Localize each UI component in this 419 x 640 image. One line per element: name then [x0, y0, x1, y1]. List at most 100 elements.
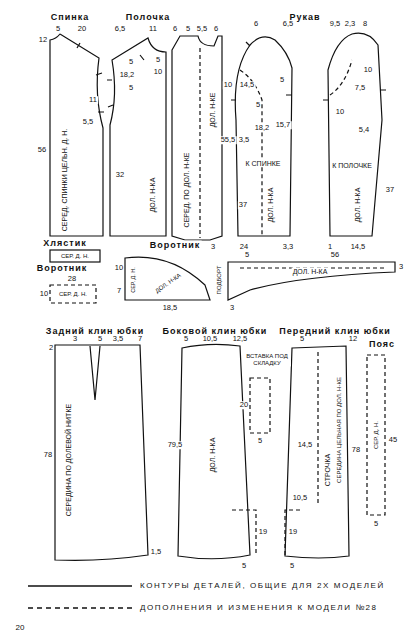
- dimension-number: 11: [88, 96, 98, 104]
- dimension-number: 18,2: [119, 71, 136, 79]
- dimension-number: 5,5: [196, 25, 208, 33]
- piece-marking: ДОЛ. Н-КА: [267, 187, 274, 224]
- dimension-number: 10: [223, 81, 233, 89]
- dimension-number: 5: [255, 101, 261, 109]
- dimension-number: ВСТАВКА ПОД СКЛАДКУ: [243, 353, 291, 366]
- dimension-number: 28: [67, 275, 77, 283]
- dimension-number: 12: [348, 335, 358, 343]
- dimension-number: 5: [289, 562, 295, 570]
- piece-heading: Воротник: [36, 264, 89, 273]
- dimension-number: 3,5: [112, 335, 124, 343]
- dimension-number: 5: [373, 520, 379, 528]
- dimension-number: 6: [213, 25, 219, 33]
- piece-marking: ДОЛ. Н-КА: [149, 177, 156, 214]
- dimension-number: 5: [241, 562, 247, 570]
- dimension-number: 10: [39, 290, 49, 298]
- dimension-number: 3,3: [282, 243, 294, 251]
- dimension-number: 5: [244, 251, 250, 259]
- legend-row: ДОПОЛНЕНИЯ И ИЗМЕНЕНИЯ К МОДЕЛИ №28: [0, 602, 419, 616]
- piece-heading: Передний клин юбки: [278, 327, 392, 336]
- dimension-number: 6,5: [114, 25, 126, 33]
- dimension-number: 3,5: [238, 136, 250, 144]
- dimension-number: 37: [385, 186, 395, 194]
- dimension-number: 55,5: [220, 136, 237, 144]
- dimension-number: 56: [37, 146, 47, 154]
- legend-text: ДОПОЛНЕНИЯ И ИЗМЕНЕНИЯ К МОДЕЛИ №28: [140, 604, 378, 612]
- piece-heading: Пояс: [368, 340, 396, 349]
- dimension-number: ДОЛ. Н-КА: [292, 268, 329, 275]
- dimension-number: 37: [238, 201, 248, 209]
- dimension-number: 20: [77, 25, 87, 33]
- dimension-number: 14,5: [350, 243, 367, 251]
- dimension-number: 45: [388, 436, 398, 444]
- dimension-number: 78: [351, 446, 361, 454]
- dimension-number: 10,5: [292, 494, 309, 502]
- dimension-number: 5: [183, 335, 189, 343]
- piece-marking: СЕР. Д. Н.: [373, 420, 379, 450]
- dimension-number: 5: [257, 437, 263, 445]
- piece-marking: ДОЛ. Н-КА: [153, 271, 182, 294]
- dimension-number: 6: [253, 20, 259, 28]
- piece-marking: ДОЛ. Н-КЕ: [209, 92, 216, 129]
- dimension-number: 5,4: [358, 126, 370, 134]
- dimension-number: 14,5: [297, 441, 314, 449]
- dimension-number: 11: [148, 25, 158, 33]
- piece-heading: Хлястик: [42, 239, 87, 248]
- dimension-number: 5: [97, 335, 103, 343]
- dimension-number: 5: [279, 76, 285, 84]
- dimension-number: 5: [128, 58, 134, 66]
- dimension-number: 2: [48, 344, 54, 352]
- dimension-number: 1: [327, 243, 333, 251]
- dimension-number: 10: [153, 68, 163, 76]
- dimension-number: 15,7: [275, 121, 292, 129]
- dimension-number: 24: [239, 243, 249, 251]
- piece-marking: СЕР. Д. Н.: [131, 266, 137, 294]
- dimension-number: 32: [115, 171, 125, 179]
- piece-heading: Полочка: [125, 13, 171, 22]
- legend-line-sample: [28, 582, 132, 590]
- dimension-number: 20: [239, 401, 249, 409]
- dimension-number: 7: [116, 287, 122, 295]
- dimension-number: 20: [15, 624, 26, 632]
- dimension-number: 10: [363, 66, 373, 74]
- dimension-number: 3: [210, 243, 216, 251]
- piece-heading: Боковой клин юбки: [162, 327, 269, 336]
- piece-marking: СЕРЕД. СПИНКИ ЦЕЛЬН. Д. Н.: [61, 128, 68, 233]
- legend-line-sample: [28, 604, 132, 612]
- dimension-number: 10: [114, 264, 124, 272]
- piece-marking: СЕРЕДИНА ЦЕЛЬНАЯ ПО ДОЛ. Н-КЕ: [336, 376, 342, 484]
- dimension-number: 2,3: [344, 20, 356, 28]
- dimension-number: 18,5: [162, 304, 179, 312]
- dimension-number: 12: [38, 36, 48, 44]
- dimension-number: 6: [172, 25, 178, 33]
- legend-row: КОНТУРЫ ДЕТАЛЕЙ, ОБЩИЕ ДЛЯ 2Х МОДЕЛЕЙ: [0, 580, 419, 594]
- piece-heading: Спинка: [50, 13, 90, 22]
- dimension-number: 1,5: [150, 548, 162, 556]
- piece-marking: ДОЛ. Н-КА: [354, 187, 361, 224]
- dimension-number: 5: [299, 335, 305, 343]
- piece-marking: СЕРЕДИНА ПО ДОЛЕВОЙ НИТКЕ: [65, 403, 72, 517]
- dimension-number: 12,5: [232, 335, 249, 343]
- dimension-number: К СПИНКЕ: [245, 160, 282, 167]
- dimension-number: 8: [362, 20, 368, 28]
- dimension-number: 3: [229, 304, 235, 312]
- dimension-number: 5: [55, 25, 61, 33]
- dimension-number: 5: [185, 25, 191, 33]
- dimension-number: 5: [128, 84, 134, 92]
- dimension-number: 3: [72, 335, 78, 343]
- dimension-number: К ПОЛОЧКЕ: [331, 162, 373, 169]
- dimension-number: 14,5: [239, 81, 256, 89]
- dimension-number: 10: [335, 108, 345, 116]
- dimension-number: 56: [330, 251, 340, 259]
- dimension-number: 19: [258, 528, 268, 536]
- dimension-number: 78: [43, 451, 53, 459]
- piece-marking: ПОДБОРТ: [216, 265, 222, 296]
- dimension-number: 6,5: [282, 20, 294, 28]
- dimension-number: 7,5: [354, 84, 366, 92]
- dimension-number: СЕР. Д. Н.: [58, 291, 88, 297]
- piece-marking: СЕРЕД. ПО ДОЛ. Н-КЕ: [183, 152, 190, 229]
- dimension-number: СЕР. Д. Н.: [60, 253, 90, 259]
- legend-text: КОНТУРЫ ДЕТАЛЕЙ, ОБЩИЕ ДЛЯ 2Х МОДЕЛЕЙ: [140, 582, 385, 590]
- dimension-number: 79,5: [167, 441, 184, 449]
